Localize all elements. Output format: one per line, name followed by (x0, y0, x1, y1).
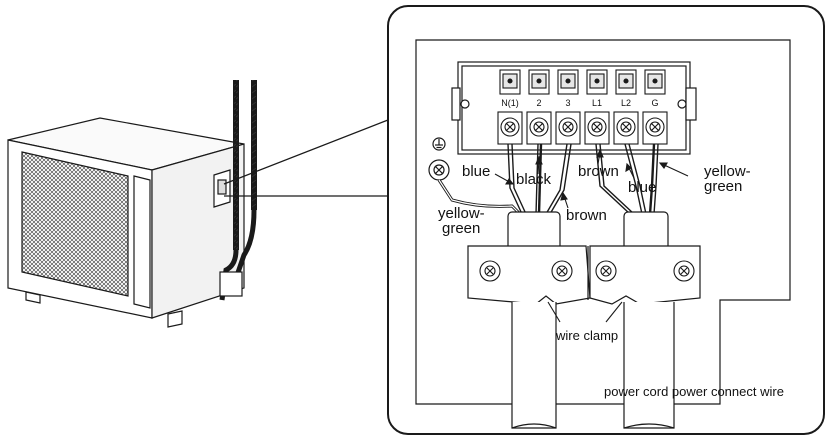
clamp-screw-3 (673, 260, 695, 282)
ground-screw (428, 159, 450, 181)
upper-screw-3 (586, 69, 608, 95)
terminal-label: 3 (565, 98, 570, 108)
lower-screw-2 (555, 111, 581, 145)
label-black: black (516, 171, 552, 188)
terminal-label: 2 (536, 98, 541, 108)
label-arrows (494, 148, 689, 209)
upper-screw-5 (644, 69, 666, 95)
clamp-screws (479, 260, 695, 282)
label-yg-right-line2: green (704, 178, 742, 195)
clamp-screw-1 (551, 260, 573, 282)
label-brown-bottom: brown (566, 207, 607, 224)
label-blue-left: blue (462, 163, 490, 180)
upper-screw-4 (615, 69, 637, 95)
lower-screw-1 (526, 111, 552, 145)
callout-lines (223, 119, 389, 197)
terminal-label: G (651, 98, 658, 108)
lower-screw-4 (613, 111, 639, 145)
label-blue-right: blue (628, 179, 656, 196)
clamp-screw-0 (479, 260, 501, 282)
wires (437, 143, 659, 216)
upper-screw-1 (528, 69, 550, 95)
color-labels: blue black brown blue yellow- green yell… (438, 163, 784, 399)
upper-screw-0 (499, 69, 521, 95)
wire-clamp (467, 245, 701, 305)
lower-terminal-screws (497, 111, 668, 145)
terminal-labels: N(1) 2 3 L1 L2 G (501, 98, 658, 108)
lower-screw-3 (584, 111, 610, 145)
label-power-cord: power cord power connect wire (604, 384, 784, 399)
ground-symbol-icon (432, 137, 446, 151)
label-yg-left-line1: yellow- (438, 205, 485, 222)
label-yg-left-line2: green (442, 220, 480, 237)
clamp-screw-2 (595, 260, 617, 282)
label-wire-clamp: wire clamp (555, 328, 618, 343)
terminal-label: L2 (621, 98, 631, 108)
upper-terminal-screws (499, 69, 666, 95)
terminal-label: L1 (592, 98, 602, 108)
lower-screw-0 (497, 111, 523, 145)
wire-clamp-pointers (547, 301, 623, 323)
power-cables (511, 302, 675, 429)
upper-screw-2 (557, 69, 579, 95)
outdoor-ac-unit (7, 80, 257, 328)
label-yellow-green-left: yellow- green (438, 205, 489, 237)
label-yellow-green-right: yellow- green (704, 163, 755, 195)
label-brown-top: brown (578, 163, 619, 180)
lower-screw-5 (642, 111, 668, 145)
label-yg-right-line1: yellow- (704, 163, 751, 180)
fan-grille (21, 151, 129, 297)
terminal-label: N(1) (501, 98, 519, 108)
